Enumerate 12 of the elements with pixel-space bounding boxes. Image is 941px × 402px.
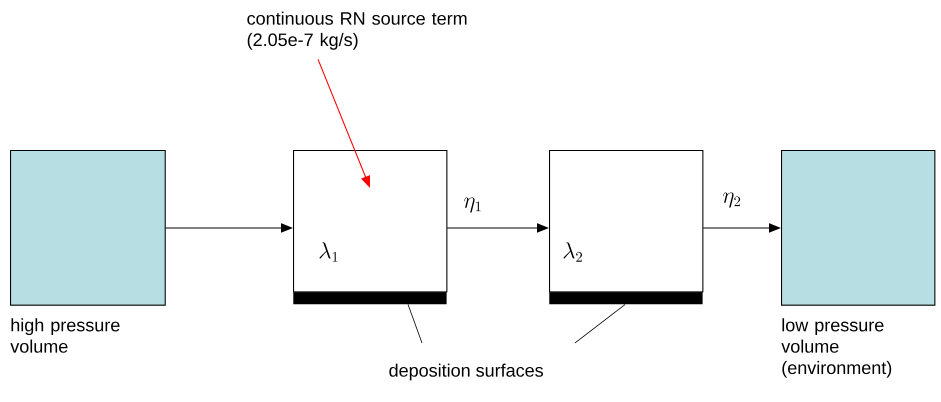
decay-symbol: $\lambda_1$	[320, 242, 338, 262]
leader-line	[574, 304, 626, 344]
flow-symbol: $\eta_2$	[721, 191, 743, 209]
decay-symbol: $\lambda_2$	[563, 242, 582, 262]
deposition-bar	[293, 292, 447, 304]
text-label: deposition surfaces	[389, 364, 543, 380]
deposition-bar	[549, 292, 703, 304]
flow-symbol: $\eta_1$	[462, 196, 484, 214]
leader-line	[408, 304, 422, 344]
box-label: high pressure volume	[10, 318, 120, 353]
text-label: continuous RN source term (2.05e-7 kg/s)	[247, 12, 466, 50]
box-label: low pressure volume (environment)	[781, 318, 892, 378]
